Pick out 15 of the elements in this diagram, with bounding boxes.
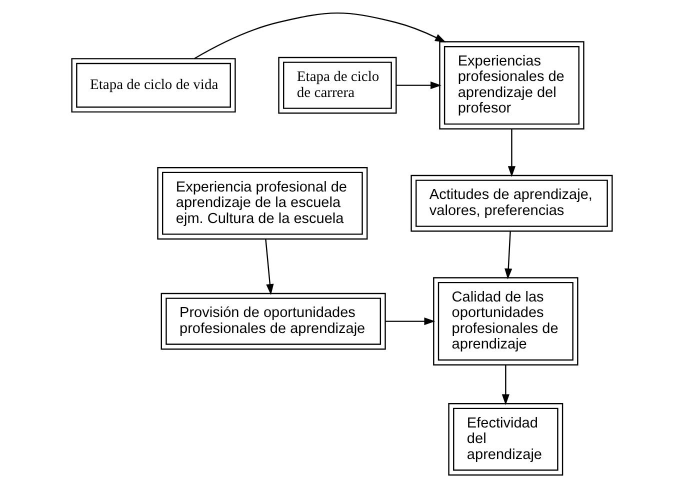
arrow — [194, 12, 446, 60]
node-box: Efectividad del aprendizaje — [448, 402, 564, 476]
arrow — [508, 128, 516, 177]
node-box: Experiencia profesional de aprendizaje de la escuela ejm. Cultura de la escuela — [157, 167, 368, 240]
node-box: Actitudes de aprendizaje, valores, preferencias — [410, 174, 613, 232]
node-box: Experiencias profesionales de aprendizaje del profesor — [439, 41, 584, 130]
arrow — [385, 317, 436, 326]
node-box: Etapa de ciclo de carrera — [278, 56, 397, 114]
arrow — [504, 231, 512, 280]
arrow — [396, 82, 442, 90]
arrow — [502, 364, 510, 406]
arrow — [265, 239, 274, 295]
node-box: Calidad de las oportunidades profesionales de aprendizaje — [433, 277, 578, 366]
node-box: Provisión de oportunidades profesionales de aprendizaje — [160, 292, 386, 350]
node-box: Etapa de ciclo de vida — [71, 58, 236, 113]
